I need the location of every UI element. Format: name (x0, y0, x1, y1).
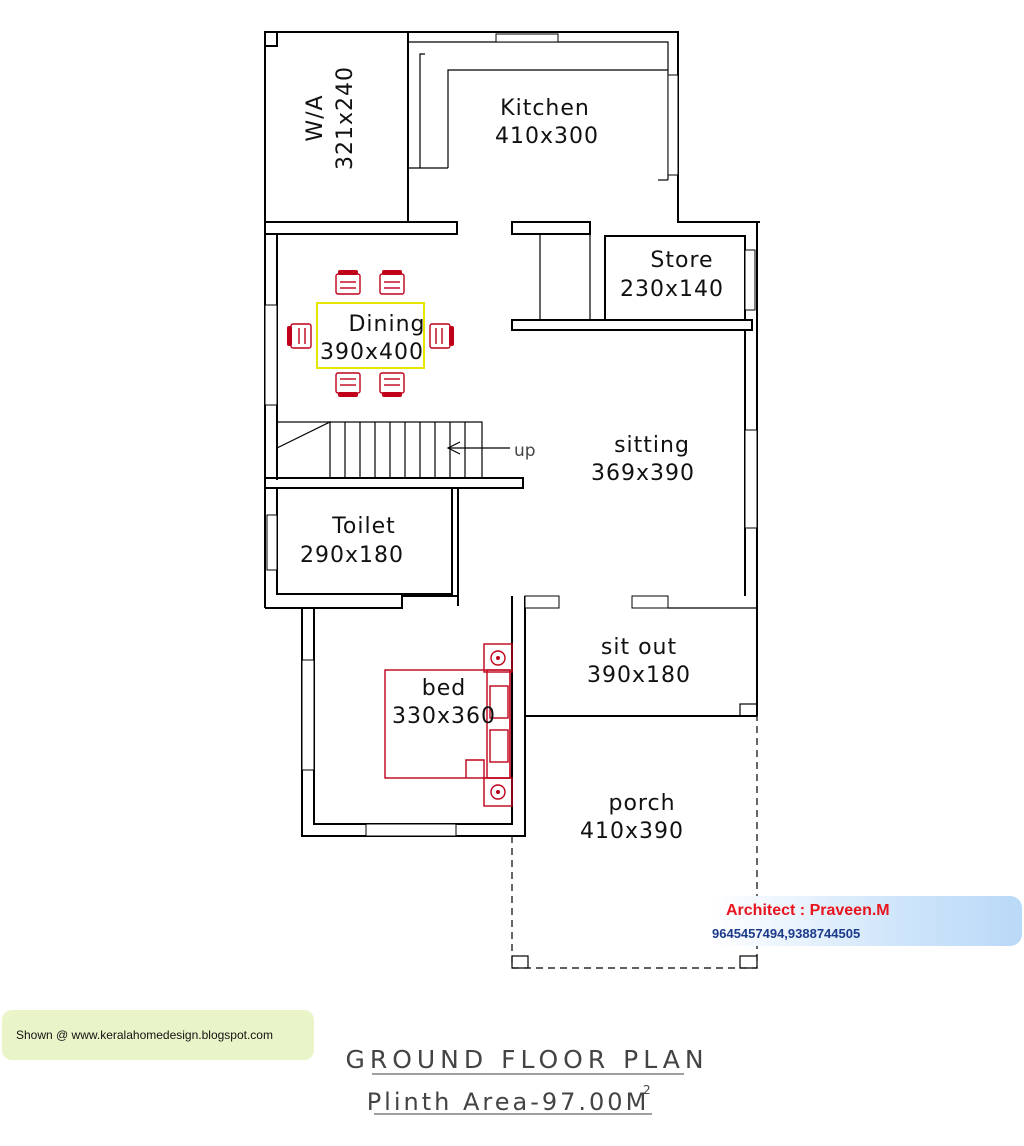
bedside-table (483, 643, 513, 673)
chair (335, 270, 361, 295)
room-size-sitting: 369x390 (591, 461, 695, 486)
chair (287, 323, 312, 349)
wall-dining-top (264, 221, 458, 235)
architect-name: Architect : Praveen.M (726, 902, 890, 919)
staircase (276, 421, 510, 479)
room-name-sitout: sit out (601, 635, 677, 660)
chair (429, 323, 454, 349)
window-sitting (744, 429, 758, 529)
lamp (490, 784, 506, 800)
wall-kitchen-store-a (511, 221, 591, 235)
wa-label: W/A 321x240 (303, 66, 358, 170)
room-size-wa: 321x240 (333, 66, 358, 170)
room-name-store: Store (650, 248, 713, 273)
lamp-center (496, 656, 500, 660)
chair (335, 372, 361, 397)
wall-stair-bottom (264, 477, 524, 489)
bedside-table (483, 777, 513, 807)
window-store (744, 249, 756, 311)
stair-winder (276, 421, 331, 478)
dining-set (287, 270, 454, 397)
room-name-dining: Dining (348, 312, 425, 337)
shaft (539, 233, 591, 321)
stair-arrow-head (446, 441, 461, 455)
window-bed-left (301, 659, 315, 771)
window-kitchen-right (667, 74, 679, 176)
lamp (490, 650, 506, 666)
architect-phone: 9645457494,9388744505 (712, 926, 861, 941)
column (739, 703, 758, 717)
wall-toilet-base (265, 595, 458, 609)
bed-set (384, 643, 513, 807)
room-size-porch: 410x390 (580, 819, 684, 844)
dining-table (316, 302, 425, 369)
walls (264, 31, 760, 969)
room-name-bed: bed (422, 676, 466, 701)
kitchen-counter-edge (419, 53, 425, 168)
pillow (489, 729, 509, 763)
room-size-bed: 330x360 (392, 704, 496, 729)
room-name-sitting: sitting (614, 433, 690, 458)
room-size-store: 230x140 (620, 277, 724, 302)
source-badge: Shown @ www.keralahomedesign.blogspot.co… (2, 1010, 314, 1060)
room-size-sitout: 390x180 (587, 663, 691, 688)
stair-up-label: up (514, 441, 536, 461)
column (264, 31, 278, 47)
window-kitchen-top (495, 33, 559, 43)
wall-toilet (276, 487, 453, 595)
room-name-porch: porch (608, 791, 675, 816)
plinth-area: Plinth Area-97.00M (367, 1088, 650, 1116)
pillow (489, 685, 509, 719)
plinth-area-superscript: 2 (643, 1083, 651, 1097)
lamp-center (496, 790, 500, 794)
door-jamb-left (524, 595, 560, 609)
door-jamb-right (631, 595, 669, 609)
source-text: Shown @ www.keralahomedesign.blogspot.co… (16, 1028, 273, 1042)
architect-badge: Architect : Praveen.M 9645457494,9388744… (710, 896, 1022, 946)
chair (379, 372, 405, 397)
wall-store-bottom (511, 319, 753, 331)
porch-column (739, 955, 758, 969)
chair (379, 270, 405, 295)
bed-fold (465, 759, 485, 778)
room-size-toilet: 290x180 (300, 543, 404, 568)
plan-title: GROUND FLOOR PLAN (345, 1045, 708, 1074)
window-dining (264, 304, 278, 406)
window-bed-bottom (365, 823, 457, 837)
window-toilet (266, 514, 278, 571)
room-size-dining: 390x400 (320, 340, 424, 365)
room-size-kitchen: 410x300 (495, 124, 599, 149)
room-name-toilet: Toilet (331, 514, 396, 539)
porch-outline (511, 716, 758, 969)
room-name-kitchen: Kitchen (500, 96, 590, 121)
kitchen-counter-inner (447, 69, 668, 168)
porch-column (511, 955, 529, 969)
room-name-wa: W/A (303, 94, 328, 141)
